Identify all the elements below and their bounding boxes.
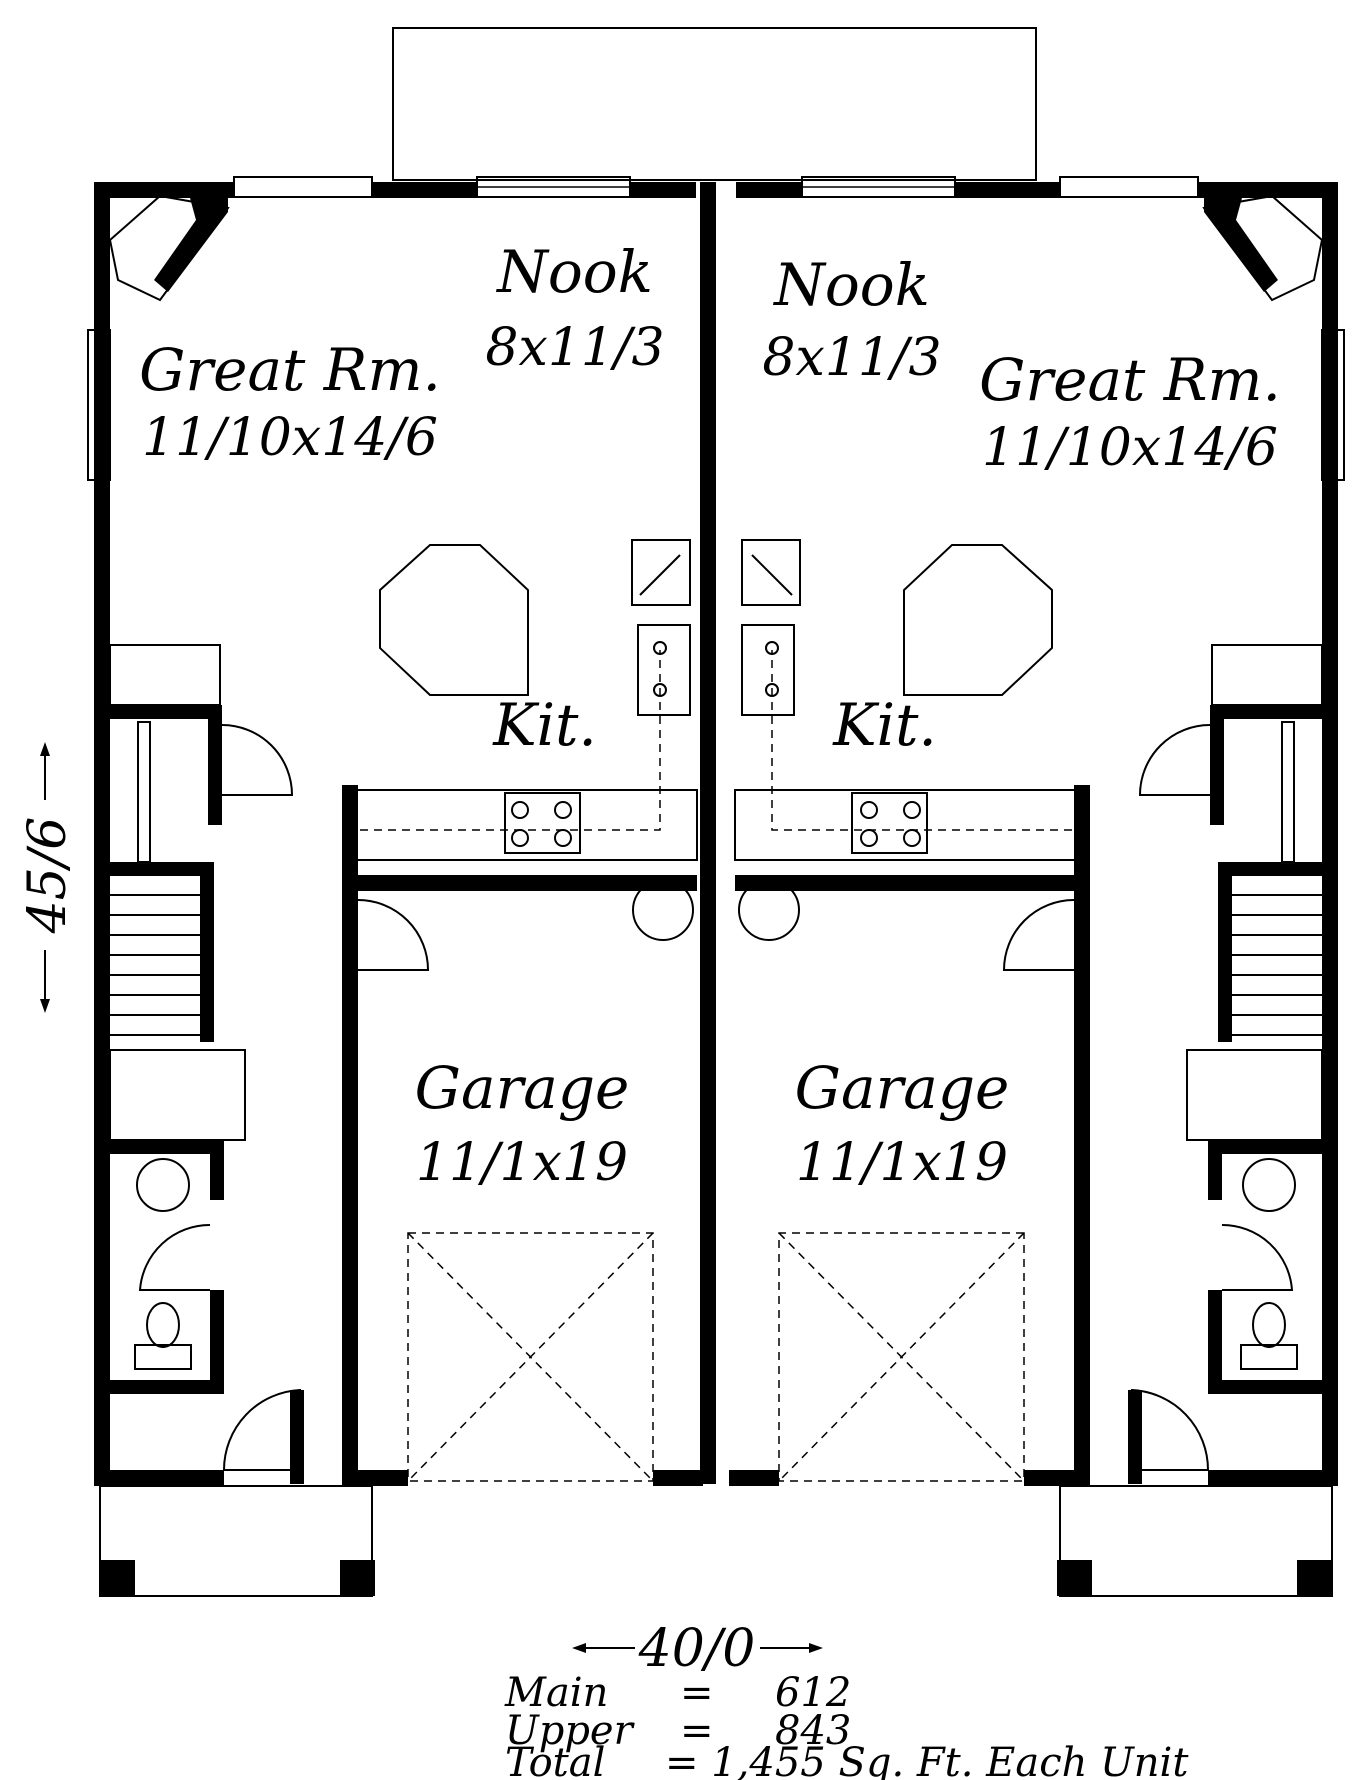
garage-right-size: 11/1x19 [796, 1133, 1008, 1193]
kitchen-left-name: Kit. [492, 691, 597, 759]
total-area-label: Total [505, 1740, 605, 1780]
nook-left-name: Nook [495, 238, 653, 306]
depth-label: 45/6 [18, 817, 78, 935]
kitchen-right-name: Kit. [832, 691, 937, 759]
rear-deck [392, 27, 1037, 181]
upper-area-label: Upper [505, 1708, 636, 1754]
garage-left-size: 11/1x19 [416, 1133, 628, 1193]
garage-left-name: Garage [415, 1054, 630, 1122]
garage-right-name: Garage [795, 1054, 1010, 1122]
total-area-text: = 1,455 Sq. Ft. Each Unit [665, 1740, 1189, 1780]
area-summary-lower [0, 1700, 1360, 1780]
great-room-left-size: 11/10x14/6 [142, 408, 438, 468]
depth-dimension: 45/6 [18, 742, 78, 1013]
main-area-eq: = [680, 1670, 714, 1716]
party-wall [700, 182, 716, 1484]
width-label: 40/0 [638, 1619, 756, 1679]
main-area-value: 612 [775, 1670, 851, 1716]
nook-right-size: 8x11/3 [762, 328, 941, 388]
nook-right-name: Nook [772, 251, 930, 319]
width-dimension: 40/0 [572, 1618, 823, 1679]
upper-area-value: 843 [775, 1708, 851, 1754]
nook-left-size: 8x11/3 [485, 318, 664, 378]
great-room-right-size: 11/10x14/6 [982, 418, 1278, 478]
great-room-right-name: Great Rm. [979, 346, 1281, 414]
great-room-left-name: Great Rm. [139, 336, 441, 404]
upper-area-eq: = [680, 1708, 714, 1754]
main-area-label: Main [504, 1670, 608, 1716]
